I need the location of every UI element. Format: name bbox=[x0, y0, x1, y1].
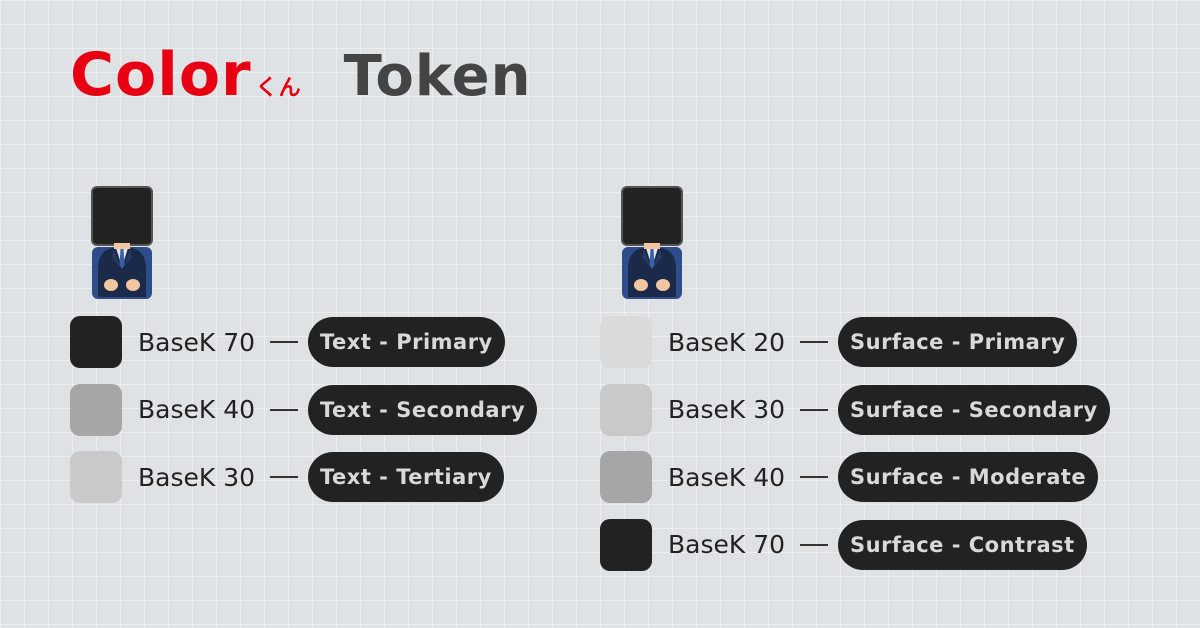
color-swatch bbox=[70, 316, 122, 368]
color-swatch bbox=[70, 451, 122, 503]
token-name-pill: Surface - Primary bbox=[838, 317, 1078, 367]
box-head-businessman-icon bbox=[91, 186, 153, 299]
token-row: BaseK 40 Surface - Moderate bbox=[600, 451, 1099, 503]
color-swatch bbox=[600, 316, 652, 368]
page-title: Color くん Token bbox=[70, 40, 531, 110]
connector-line bbox=[800, 476, 828, 478]
color-swatch bbox=[70, 383, 122, 436]
connector-line bbox=[270, 341, 298, 343]
connector-line bbox=[800, 543, 828, 546]
token-name-pill: Surface - Moderate bbox=[838, 452, 1099, 502]
base-color-label: BaseK 70 bbox=[668, 530, 786, 559]
token-row: BaseK 40 Text - Secondary bbox=[70, 383, 538, 436]
box-head-businessman-icon bbox=[621, 186, 683, 299]
base-color-label: BaseK 30 bbox=[668, 395, 786, 424]
brand-name: Color bbox=[70, 40, 252, 110]
token-name-pill: Surface - Secondary bbox=[838, 384, 1110, 435]
token-row: BaseK 30 Surface - Secondary bbox=[600, 383, 1110, 436]
color-swatch bbox=[600, 451, 652, 503]
token-row: BaseK 70 Text - Primary bbox=[70, 316, 505, 368]
connector-line bbox=[270, 408, 298, 411]
token-name-pill: Text - Secondary bbox=[308, 384, 538, 435]
base-color-label: BaseK 30 bbox=[138, 462, 256, 492]
base-color-label: BaseK 40 bbox=[668, 462, 786, 492]
figure-left bbox=[90, 185, 154, 301]
color-swatch bbox=[600, 383, 652, 436]
token-row: BaseK 70 Surface - Contrast bbox=[600, 518, 1087, 571]
base-color-label: BaseK 40 bbox=[138, 395, 256, 424]
base-color-label: BaseK 70 bbox=[138, 327, 256, 357]
token-name-pill: Text - Primary bbox=[308, 317, 505, 367]
connector-line bbox=[800, 408, 828, 411]
figure-right bbox=[620, 185, 684, 301]
token-name-pill: Surface - Contrast bbox=[838, 519, 1087, 570]
color-swatch bbox=[600, 518, 652, 571]
token-name-pill: Text - Tertiary bbox=[308, 452, 504, 502]
connector-line bbox=[800, 341, 828, 343]
title-word: Token bbox=[343, 44, 532, 109]
token-row: BaseK 30 Text - Tertiary bbox=[70, 451, 504, 503]
connector-line bbox=[270, 476, 298, 478]
brand-suffix: くん bbox=[255, 76, 302, 101]
base-color-label: BaseK 20 bbox=[668, 327, 786, 357]
token-row: BaseK 20 Surface - Primary bbox=[600, 316, 1078, 368]
